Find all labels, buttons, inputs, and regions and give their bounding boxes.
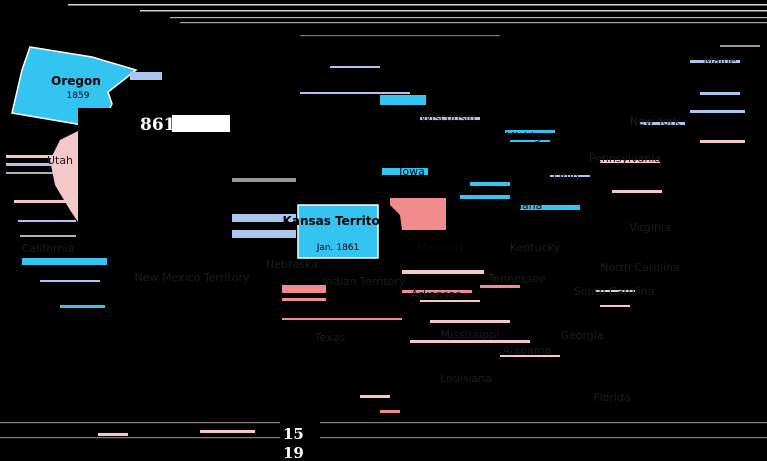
tennessee-label: Tennessee (487, 272, 546, 285)
north-carolina-label: North Carolina (600, 261, 680, 274)
indian-territory-label: Indian Territory (322, 275, 406, 288)
iowa-region (382, 168, 428, 175)
california-region (50, 130, 80, 225)
california-label: California (22, 242, 74, 255)
nebraska-label: Nebraska (266, 258, 318, 271)
midwest-stripes (420, 117, 662, 210)
panel-white-bar (172, 115, 230, 132)
oregon-region (11, 46, 138, 129)
number-bottom: 19 (283, 444, 304, 461)
south-carolina-label: South Carolina (574, 285, 655, 298)
florida-label: Florida (593, 391, 630, 404)
oregon-label: Oregon (51, 74, 101, 88)
mississippi-label: Mississippi (441, 328, 500, 341)
texas-label: Texas (314, 331, 346, 344)
alabama-label: Alabama (503, 344, 552, 357)
number-box-bg (280, 420, 320, 461)
iowa-label: Iowa (399, 165, 425, 178)
number-top: 15 (283, 425, 304, 443)
west-coast-stripes (6, 155, 107, 308)
missouri-region (390, 198, 446, 230)
south-stripes (98, 270, 635, 436)
oregon-strip (130, 72, 162, 80)
oregon-date: 1859 (67, 91, 90, 101)
illinois-label: Illinois (461, 185, 496, 198)
indiana-label: Indiana (502, 199, 543, 212)
michigan-label: Michigan (505, 130, 554, 143)
kansas-date: Jan. 1861 (316, 243, 360, 253)
wisconsin-label: Wisconsin (421, 111, 476, 124)
maine-label: Maine (703, 54, 736, 67)
region-labels: Oregon 1859 Kansas Territory Jan. 1861 M… (22, 54, 737, 404)
utah-label: Utah (47, 154, 73, 167)
ohio-label: Ohio (553, 170, 579, 183)
territory-stripes (232, 66, 426, 320)
new-mexico-territory-label: New Mexico Territory (135, 271, 250, 284)
kentucky-label: Kentucky (510, 241, 561, 254)
pennsylvania-label: Pennsylvania (589, 152, 661, 165)
louisiana-label: Louisiana (440, 372, 492, 385)
panel-year-fragment: 861 (140, 115, 176, 135)
kansas-label: Kansas Territory (283, 214, 394, 228)
virginia-label: Virginia (629, 221, 670, 234)
new-york-label: New York (630, 115, 681, 128)
kansas-territory-region (297, 204, 379, 259)
northeast-stripes (640, 45, 760, 143)
scanline-artifacts (0, 4, 767, 439)
georgia-label: Georgia (560, 329, 603, 342)
missouri-label: Missouri (417, 241, 462, 254)
arkansas-label: Arkansas (411, 288, 461, 301)
